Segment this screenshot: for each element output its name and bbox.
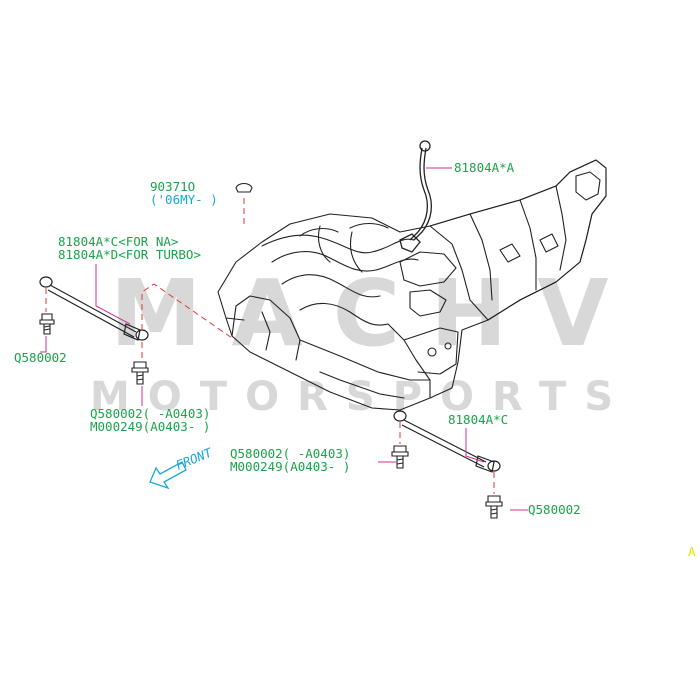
label-bolt-left: Q580002 (14, 350, 67, 365)
ground-strap-top (399, 140, 433, 253)
ground-strap-right (393, 410, 501, 473)
intake-runners (261, 234, 415, 254)
watermark-line1: MACHV (110, 260, 638, 367)
oil-pan (403, 327, 459, 375)
corner-mark: A (688, 544, 696, 559)
plug-90371-icon (235, 182, 253, 193)
bolt-left-icon (39, 313, 55, 335)
label-bolt-center-1: Q580002( -A0403) (230, 446, 350, 461)
watermark: MACHV MOTORSPORTS (90, 260, 638, 420)
bolt-mid-icon (131, 361, 149, 385)
dashed-connectors (45, 198, 495, 494)
transmission-housing (429, 159, 607, 321)
ground-strap-left (39, 276, 149, 341)
label-90371-note: ('06MY- ) (150, 192, 218, 207)
label-81804a-c-right: 81804A*C (448, 412, 508, 427)
label-81804a-c-na: 81804A*C<FOR NA> (58, 234, 178, 249)
bolt-right-icon (485, 495, 503, 519)
engine-assembly-drawing (217, 159, 607, 411)
front-label: FRONT (174, 444, 216, 473)
label-81804a-d-turbo: 81804A*D<FOR TURBO> (58, 247, 201, 262)
watermark-line2: MOTORSPORTS (90, 374, 631, 420)
label-bolt-mid-2: M000249(A0403- ) (90, 419, 210, 434)
leader-lines (40, 167, 528, 511)
label-90371: 90371O (150, 179, 195, 194)
front-arrow-icon (149, 461, 187, 490)
label-bolt-right: Q580002 (528, 502, 581, 517)
label-81804a-a: 81804A*A (454, 160, 515, 175)
label-bolt-mid-1: Q580002( -A0403) (90, 406, 210, 421)
label-bolt-center-2: M000249(A0403- ) (230, 459, 350, 474)
bolt-center-icon (391, 445, 409, 469)
